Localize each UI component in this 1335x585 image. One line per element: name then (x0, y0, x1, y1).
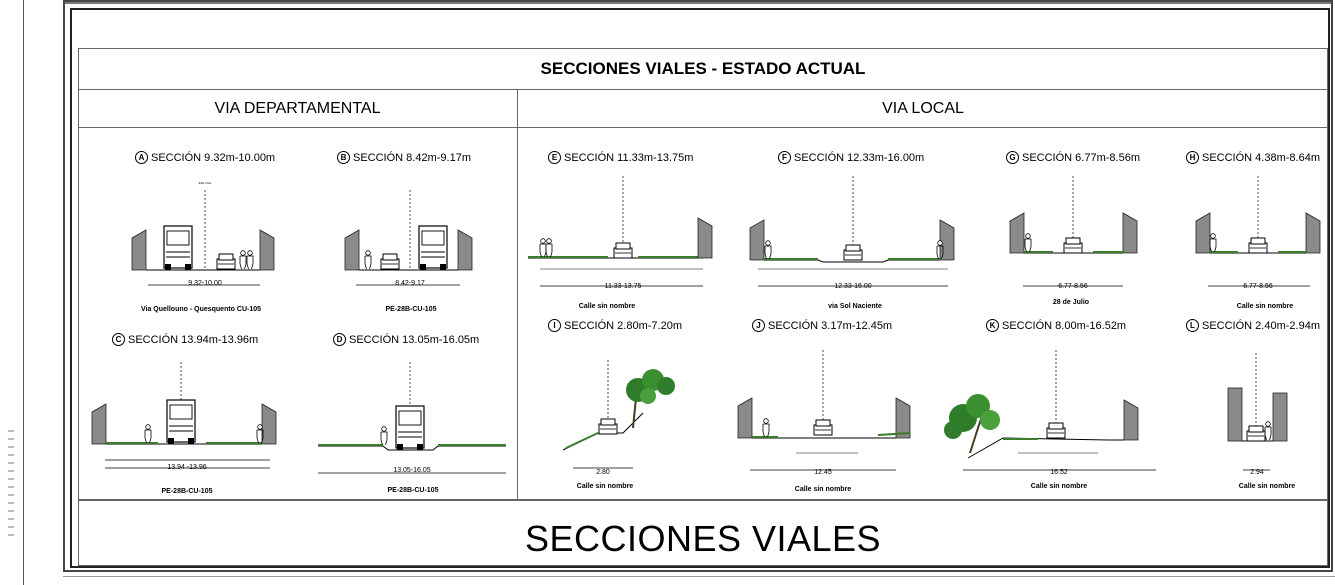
left-edge-marks (8, 430, 14, 540)
section-e-letter: E (548, 151, 561, 164)
sections-drawing: EJE VIAL (91, 176, 1321, 474)
section-k-dimension: 16.52 (1050, 469, 1068, 476)
footer-box (78, 500, 1328, 566)
section-b-caption: PE-28B-CU-105 (385, 306, 437, 313)
section-j-letter: J (752, 319, 765, 332)
top-strip (63, 0, 1333, 4)
section-l-label: SECCIÓN 2.40m-2.94m (1202, 320, 1320, 332)
section-e-dimension: 11.33-13.75 (604, 283, 642, 290)
footer-title: SECCIONES VIALES (524, 518, 882, 559)
section-f-label: SECCIÓN 12.33m-16.00m (794, 152, 925, 164)
section-f-dimension: 12.33-16.00 (834, 283, 872, 290)
section-j-caption: Calle sin nombre (794, 486, 852, 493)
section-g-label: SECCIÓN 6.77m-8.56m (1022, 152, 1140, 164)
bottom-rule (63, 576, 1335, 577)
section-h-caption: Calle sin nombre (1236, 303, 1294, 310)
section-i-label: SECCIÓN 2.80m-7.20m (564, 320, 682, 332)
section-j-dimension: 12.45 (814, 469, 832, 476)
section-a-letter: A (135, 151, 148, 164)
section-a-dimension: 9.32-10.00 (188, 280, 222, 287)
svg-text:EJE VIAL: EJE VIAL (199, 181, 212, 185)
section-d-caption: PE-28B-CU-105 (387, 487, 439, 494)
main-title: SECCIONES VIALES - ESTADO ACTUAL (78, 48, 1328, 90)
section-c-letter: C (112, 333, 125, 346)
section-i-letter: I (548, 319, 561, 332)
section-l-letter: L (1186, 319, 1199, 332)
section-b-label: SECCIÓN 8.42m-9.17m (353, 152, 471, 164)
section-e-caption: Calle sin nombre (578, 303, 636, 310)
section-c-dimension: 13.94 -13.96 (167, 464, 207, 471)
right-column-header: VIA LOCAL (518, 90, 1328, 128)
section-l-caption: Calle sin nombre (1238, 483, 1296, 490)
section-c-caption: PE-28B-CU-105 (161, 488, 213, 495)
section-c-label: SECCIÓN 13.94m-13.96m (128, 334, 259, 346)
section-j-label: SECCIÓN 3.17m-12.45m (768, 320, 893, 332)
section-k-caption: Calle sin nombre (1030, 483, 1088, 490)
section-d-dimension: 13.05-16.05 (393, 467, 431, 474)
section-g-letter: G (1006, 151, 1019, 164)
section-h-letter: H (1186, 151, 1199, 164)
section-g-caption: 28 de Julio (1052, 299, 1090, 306)
section-d-label: SECCIÓN 13.05m-16.05m (349, 334, 480, 346)
section-e-label: SECCIÓN 11.33m-13.75m (564, 152, 694, 164)
section-i-dimension: 2.80 (596, 469, 610, 476)
section-a-caption: Via Quellouno - Quesquento CU-105 (140, 306, 262, 313)
section-i-caption: Calle sin nombre (576, 483, 634, 490)
section-g-dimension: 6.77-8.56 (1058, 283, 1088, 290)
left-column-header: VIA DEPARTAMENTAL (78, 90, 517, 128)
section-h-dimension: 6.77-8.56 (1243, 283, 1273, 290)
section-d-letter: D (333, 333, 346, 346)
section-h-label: SECCIÓN 4.38m-8.64m (1202, 152, 1320, 164)
sheet-outer-frame (63, 0, 1333, 572)
section-f-letter: F (778, 151, 791, 164)
section-k-letter: K (986, 319, 999, 332)
sections-table (78, 48, 1328, 500)
section-b-dimension: 8.42-9.17 (395, 280, 425, 287)
left-margin-rule (23, 0, 24, 585)
section-b-letter: B (337, 151, 350, 164)
section-f-caption: via Sol Naciente (828, 303, 882, 310)
sheet-inner-frame (70, 8, 1330, 568)
column-divider (517, 90, 518, 500)
section-k-label: SECCIÓN 8.00m-16.52m (1002, 320, 1127, 332)
section-l-dimension: 2.94 (1250, 469, 1264, 476)
section-a-label: SECCIÓN 9.32m-10.00m (151, 152, 276, 164)
